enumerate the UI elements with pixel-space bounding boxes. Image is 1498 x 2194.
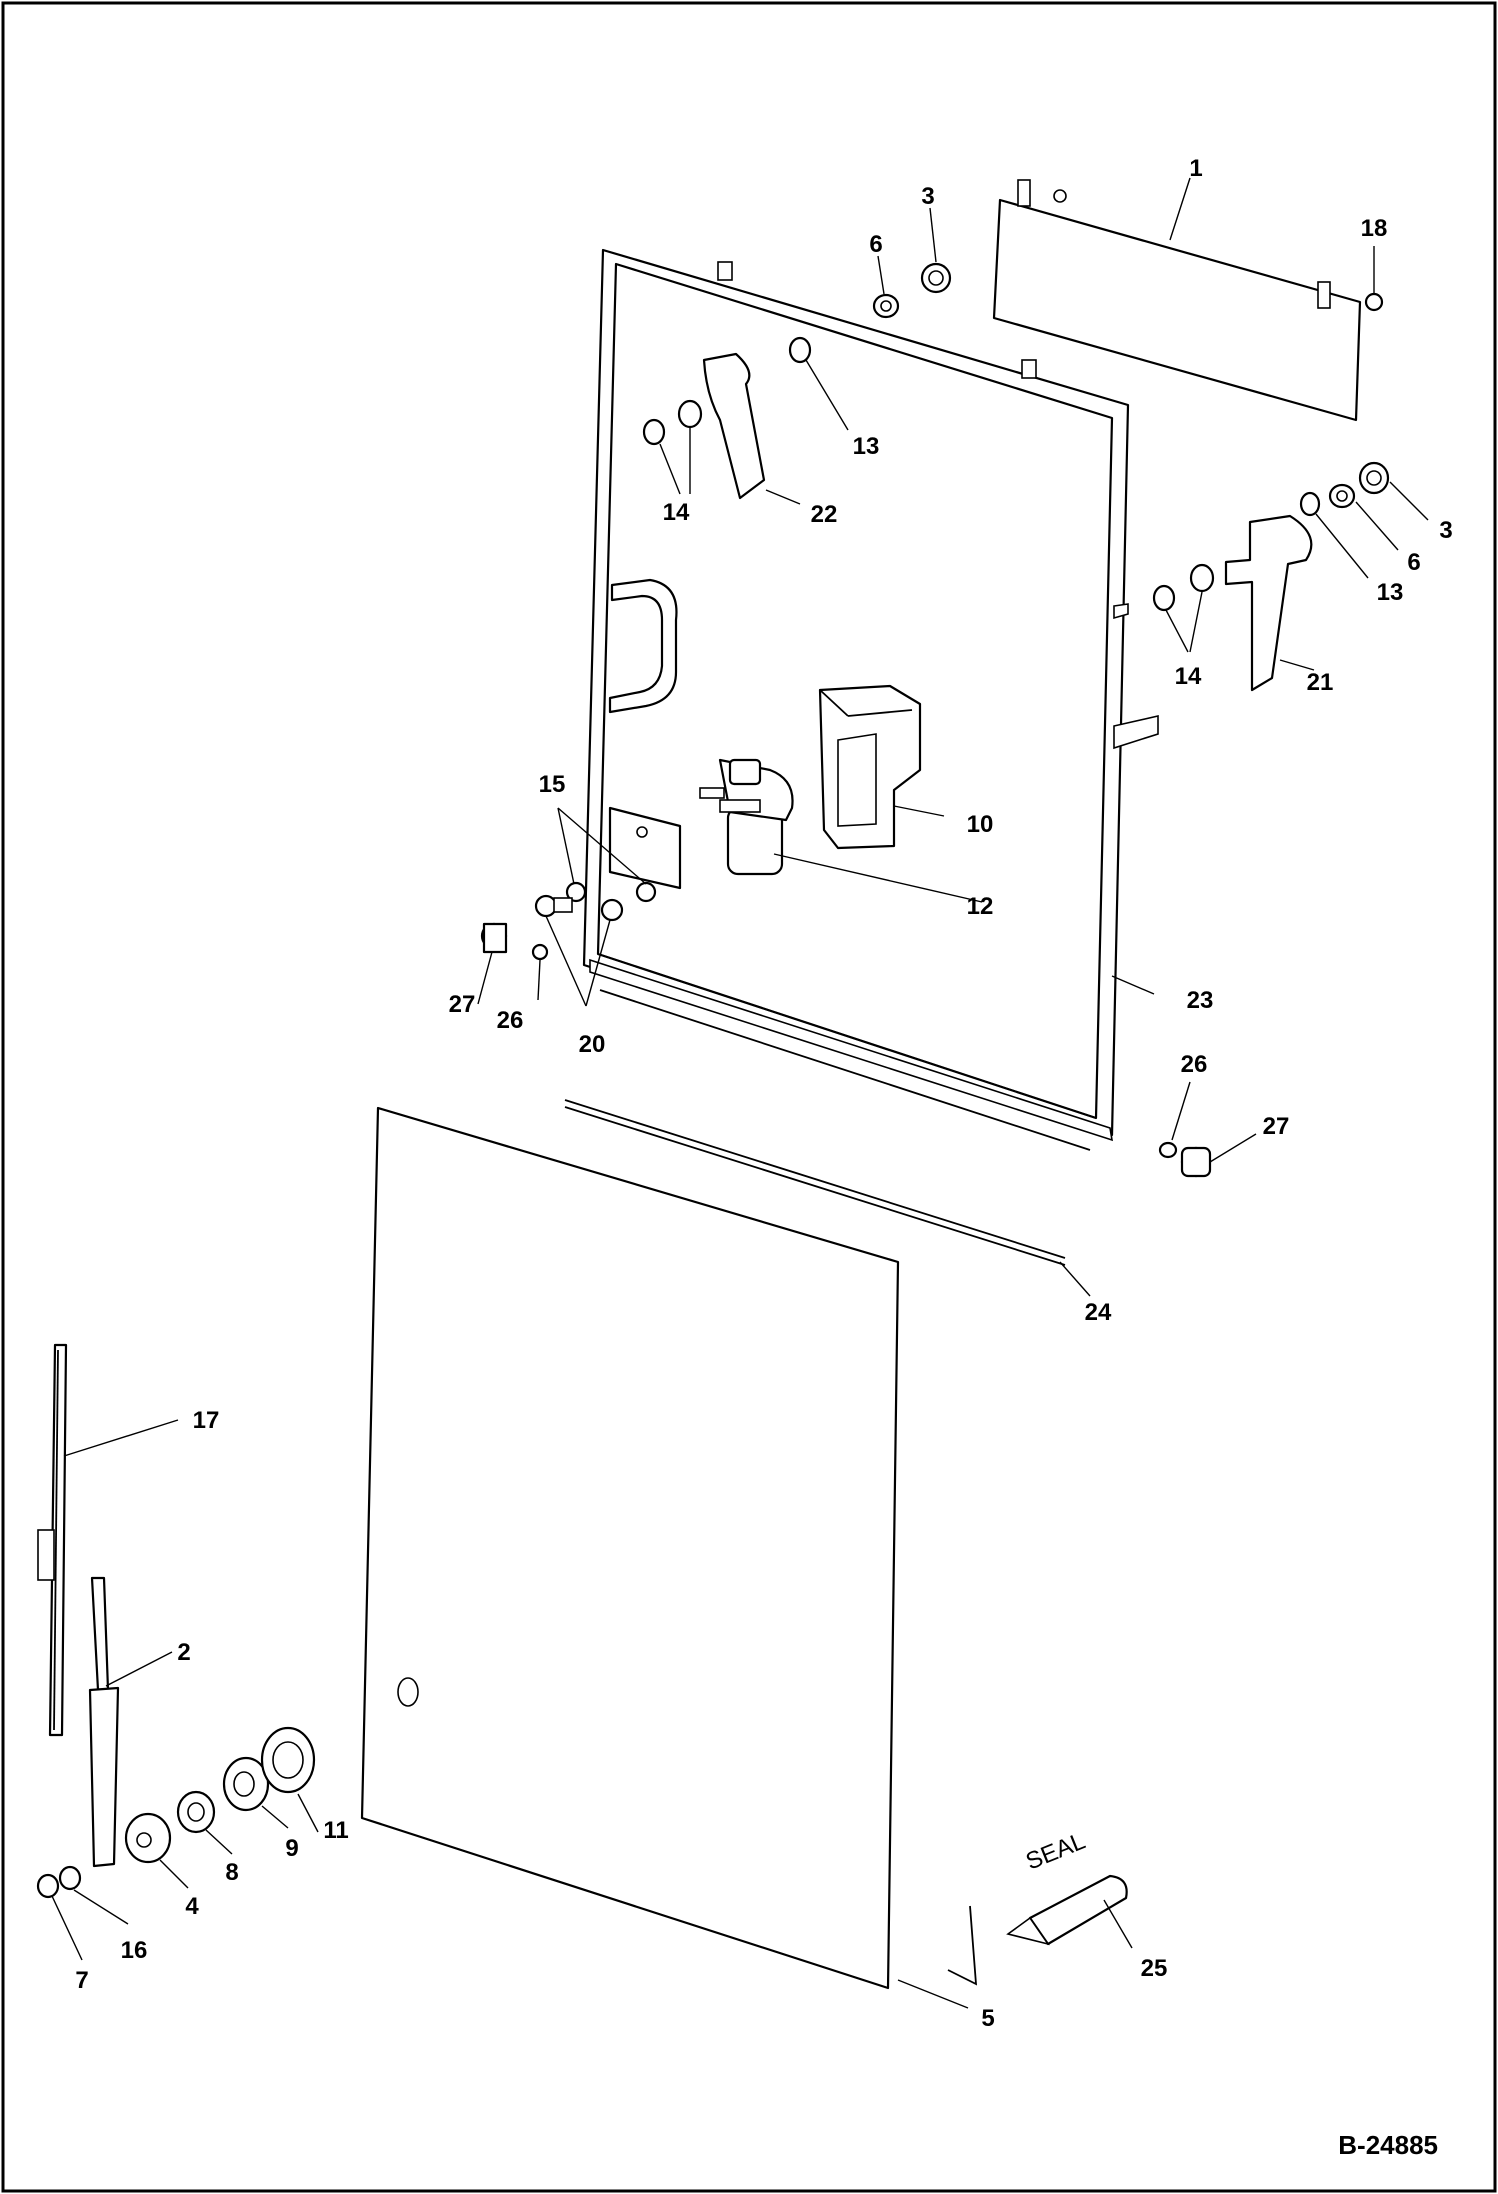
callout-15: 15 bbox=[539, 771, 566, 798]
callout-27-right: 27 bbox=[1263, 1113, 1290, 1140]
seal-tube: SEAL bbox=[947, 1828, 1128, 1986]
callout-24: 24 bbox=[1085, 1299, 1112, 1326]
callout-9: 9 bbox=[285, 1835, 298, 1862]
top-panel bbox=[992, 179, 1362, 422]
wiper-motor-cover bbox=[818, 684, 922, 850]
callout-12: 12 bbox=[967, 893, 994, 920]
callout-7: 7 bbox=[75, 1967, 88, 1994]
callout-6-top: 6 bbox=[869, 231, 882, 258]
callout-16: 16 bbox=[121, 1937, 148, 1964]
hardware-parts bbox=[36, 262, 1390, 1899]
bracket-21 bbox=[1224, 514, 1313, 692]
door-handle bbox=[608, 578, 678, 714]
callout-25: 25 bbox=[1141, 1955, 1168, 1982]
callout-22: 22 bbox=[811, 501, 838, 528]
callout-14-right: 14 bbox=[1175, 663, 1202, 690]
bracket-22 bbox=[702, 352, 766, 500]
callout-labels: 1 2 3 3 4 5 6 6 7 8 9 10 11 12 13 13 14 … bbox=[75, 155, 1452, 2032]
callout-14-top: 14 bbox=[663, 499, 690, 526]
callout-18: 18 bbox=[1361, 215, 1388, 242]
callout-13-right: 13 bbox=[1377, 579, 1404, 606]
callout-6-right: 6 bbox=[1407, 549, 1420, 576]
callout-8: 8 bbox=[225, 1859, 238, 1886]
callout-13-top: 13 bbox=[853, 433, 880, 460]
callout-1: 1 bbox=[1189, 155, 1202, 182]
callout-10: 10 bbox=[967, 811, 994, 838]
callout-26-right: 26 bbox=[1181, 1051, 1208, 1078]
callout-20: 20 bbox=[579, 1031, 606, 1058]
callout-4: 4 bbox=[185, 1893, 199, 1920]
callout-3-right: 3 bbox=[1439, 517, 1452, 544]
leader-lines bbox=[51, 177, 1429, 2009]
callout-3-top: 3 bbox=[921, 183, 934, 210]
seal-strip-24 bbox=[564, 1099, 1066, 1266]
glass-panel bbox=[360, 1106, 900, 1990]
wiper-arm bbox=[88, 1576, 120, 1868]
callout-21: 21 bbox=[1307, 669, 1334, 696]
drawing-number: B-24885 bbox=[1338, 2130, 1438, 2160]
callout-11: 11 bbox=[323, 1817, 348, 1844]
callout-17: 17 bbox=[193, 1407, 220, 1434]
callout-27-left: 27 bbox=[449, 991, 476, 1018]
callout-2: 2 bbox=[177, 1639, 190, 1666]
seal-label: SEAL bbox=[1022, 1828, 1089, 1876]
wiper-motor bbox=[699, 758, 794, 876]
wiper-blade bbox=[37, 1343, 68, 1737]
callout-26-left: 26 bbox=[497, 1007, 524, 1034]
callout-23: 23 bbox=[1187, 987, 1214, 1014]
callout-5: 5 bbox=[981, 2005, 994, 2032]
